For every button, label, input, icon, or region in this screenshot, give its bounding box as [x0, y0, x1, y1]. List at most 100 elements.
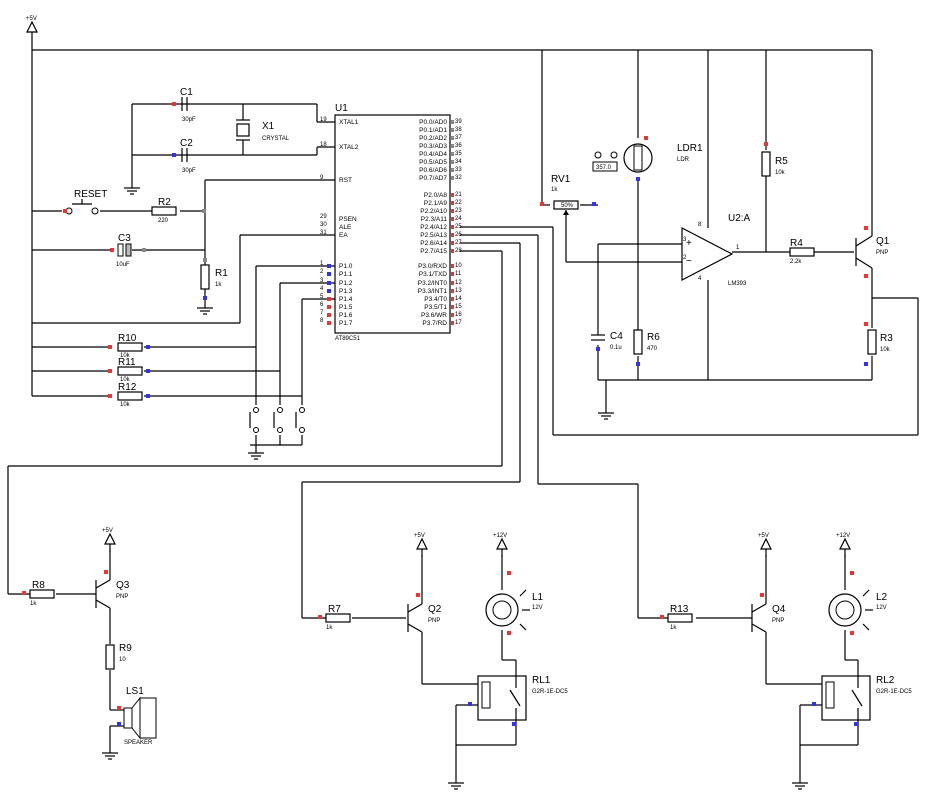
- vcc-q4: +5V: [758, 533, 772, 558]
- mcu-pin-marker: [451, 209, 454, 213]
- mcu-pin-name: P1.4: [339, 296, 353, 303]
- vcc-top: +5V: [26, 16, 38, 41]
- x1-ref: X1: [262, 121, 275, 132]
- mcu-pin-number: 34: [455, 159, 462, 165]
- ls1-value: SPEAKER: [124, 740, 153, 746]
- resistor-r9[interactable]: R9 10: [105, 643, 132, 670]
- capacitor-c4[interactable]: C4 0.1u: [591, 331, 623, 351]
- resistor-r4[interactable]: R4 2.2k: [789, 238, 815, 265]
- r10-ref: R10: [118, 333, 137, 344]
- mcu-pin-number: 26: [455, 232, 462, 238]
- mcu-pin-name: P1.1: [339, 271, 353, 278]
- mcu-pin-number: 7: [320, 310, 324, 316]
- opamp-ref: U2:A: [728, 213, 751, 224]
- potentiometer-rv1[interactable]: RV1 1k 50%: [540, 174, 596, 215]
- switch-3[interactable]: [295, 407, 305, 433]
- mcu-pin-marker: [451, 160, 454, 164]
- relay-rl2[interactable]: RL2 G2R-1E-DC5: [812, 675, 912, 726]
- capacitor-c1[interactable]: C1 30pF: [172, 87, 196, 123]
- mcu-pin-number: 12: [455, 280, 462, 286]
- mcu-pin-number: 38: [455, 127, 462, 133]
- ldr-meter[interactable]: 357.0: [592, 151, 618, 172]
- mcu-pin-name: XTAL2: [339, 144, 359, 151]
- capacitor-c2[interactable]: C2 30pF: [172, 138, 196, 174]
- opamp-pin: 8: [698, 222, 702, 228]
- mcu-pin-number: 23: [455, 208, 462, 214]
- lamp-l2[interactable]: L2 12V: [828, 571, 888, 635]
- r3-ref: R3: [880, 333, 893, 344]
- resistor-r11[interactable]: R11 10k: [108, 357, 150, 383]
- resistor-r7[interactable]: R7 1k: [318, 604, 351, 631]
- switch-2[interactable]: [273, 407, 283, 433]
- mcu-pin-number: 1: [320, 261, 324, 267]
- ldr-value: LDR: [677, 157, 690, 163]
- mcu-pin-marker: [327, 321, 331, 325]
- relay-rl1[interactable]: RL1 G2R-1E-DC5: [468, 675, 568, 726]
- mcu-pin-number: 25: [455, 224, 462, 230]
- rv1-value: 1k: [551, 187, 558, 193]
- resistor-r5[interactable]: R5 10k: [761, 142, 788, 177]
- vcc-label: +5V: [102, 528, 113, 534]
- r6-value: 470: [647, 346, 658, 352]
- opamp-pin: 2: [683, 255, 687, 261]
- transistor-q1[interactable]: Q1 PNP: [855, 226, 890, 278]
- transistor-q2[interactable]: Q2 PNP: [407, 593, 442, 633]
- mcu-pin-marker: [451, 136, 454, 140]
- switch-array[interactable]: [249, 407, 305, 433]
- mcu-pin-number: 17: [455, 320, 462, 326]
- capacitor-c3[interactable]: C3 10uF: [110, 233, 146, 268]
- mcu-pin-number: 29: [320, 214, 327, 220]
- mcu-ref: U1: [335, 103, 348, 114]
- mcu-pin-number: 32: [455, 175, 462, 181]
- mcu-pin-number: 13: [455, 288, 462, 294]
- mcu-pin-marker: [451, 152, 454, 156]
- mcu-pin-marker: [451, 168, 454, 172]
- speaker-ls1[interactable]: LS1 SPEAKER: [117, 686, 157, 746]
- r9-value: 10: [119, 657, 126, 663]
- ground-icon: [101, 744, 119, 760]
- vcc-q3: +5V: [102, 528, 116, 553]
- resistor-r1[interactable]: R1 1k: [200, 258, 228, 300]
- mcu-pin-name: P2.0/A8: [424, 192, 448, 199]
- ldr-ref: LDR1: [677, 143, 703, 154]
- q1-ref: Q1: [876, 236, 890, 247]
- resistor-r8[interactable]: R8 1k: [22, 580, 55, 607]
- mcu-pin-name: P0.5/AD5: [419, 159, 447, 166]
- resistor-r6[interactable]: R6 470: [633, 329, 660, 366]
- mcu-pin-name: P2.4/A12: [420, 224, 447, 231]
- svg-text:+: +: [686, 238, 692, 249]
- resistor-r2[interactable]: R2 220: [151, 197, 206, 224]
- crystal-x1[interactable]: X1 CRYSTAL: [236, 119, 290, 142]
- ground-icon: [123, 179, 141, 195]
- mcu-pin-marker: [451, 233, 454, 237]
- mcu-pin-number: 24: [455, 216, 462, 222]
- reset-button[interactable]: RESET: [63, 189, 107, 215]
- transistor-q3[interactable]: Q3 PNP: [95, 570, 130, 609]
- mcu-pin-number: 9: [320, 175, 324, 181]
- switch-1[interactable]: [249, 407, 259, 433]
- vcc-label: +5V: [26, 16, 37, 22]
- resistor-r10[interactable]: R10 10k: [108, 333, 150, 359]
- resistor-r3[interactable]: R3 10k: [864, 322, 893, 366]
- mcu-pin-marker: [451, 313, 454, 317]
- mcu-pin-name: P3.2/INT0: [418, 280, 448, 287]
- mcu-pin-number: 30: [320, 222, 327, 228]
- mcu-pin-name: P1.7: [339, 320, 353, 327]
- mcu-pin-marker: [327, 272, 331, 276]
- mcu-pin-name: P0.7/AD7: [419, 175, 447, 182]
- resistor-r13[interactable]: R13 1k: [660, 604, 693, 631]
- mcu-pin-number: 15: [455, 304, 462, 310]
- r2-value: 220: [158, 218, 169, 224]
- c4-value: 0.1u: [610, 345, 622, 351]
- vcc-label: +5V: [758, 533, 769, 539]
- reset-label: RESET: [74, 189, 107, 200]
- ldr-ldr1[interactable]: LDR1 LDR 357.0: [592, 136, 703, 181]
- lamp-l1[interactable]: L1 12V: [485, 571, 544, 635]
- mcu-pin-marker: [451, 305, 454, 309]
- mcu-pin-name: P2.3/A11: [421, 216, 448, 223]
- mcu-pin-name: P1.5: [339, 304, 353, 311]
- opamp-u2a[interactable]: U2:A LM393 3 2 1 8 4 + −: [681, 213, 751, 287]
- resistor-r12[interactable]: R12 10k: [108, 382, 150, 408]
- transistor-q4[interactable]: Q4 PNP: [751, 593, 786, 633]
